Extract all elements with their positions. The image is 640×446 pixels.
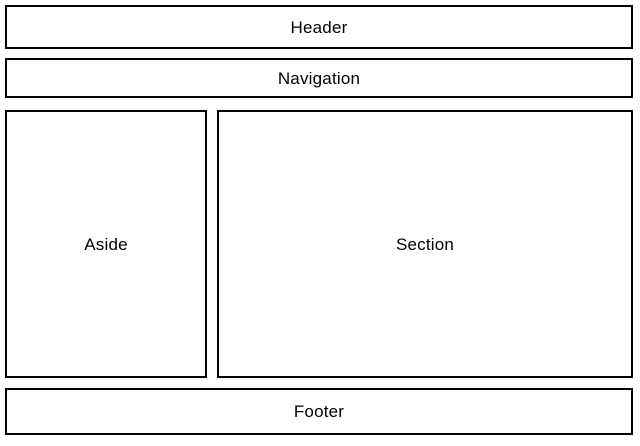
region-footer-label: Footer bbox=[293, 402, 345, 421]
region-header-label: Header bbox=[290, 17, 348, 37]
region-navigation: Navigation bbox=[5, 58, 633, 98]
region-aside: Aside bbox=[5, 110, 207, 378]
region-header: Header bbox=[5, 5, 633, 49]
region-section-label: Section bbox=[395, 234, 455, 254]
region-aside-label: Aside bbox=[84, 234, 128, 254]
region-footer: Footer bbox=[5, 388, 633, 435]
region-section: Section bbox=[217, 110, 633, 378]
region-navigation-label: Navigation bbox=[277, 68, 361, 88]
